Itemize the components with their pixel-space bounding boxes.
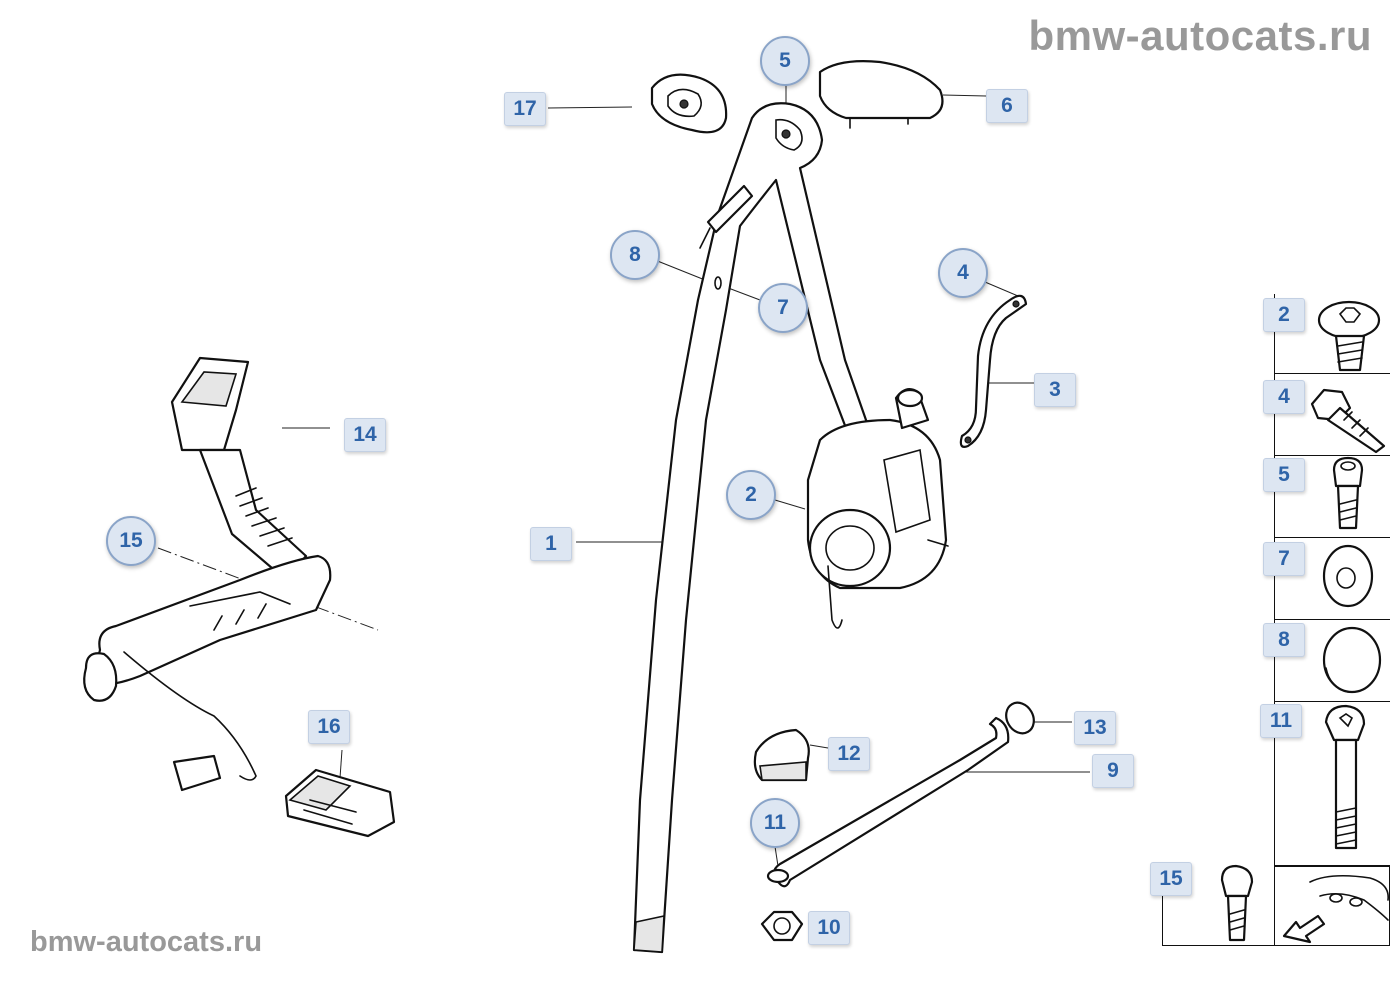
part-16-connector [284,768,396,838]
hardware-cell-orientation [1274,866,1390,946]
part-10-nut [760,910,804,942]
hardware-cell-15 [1162,866,1274,946]
hardware-cell-4 [1274,374,1390,456]
part-9-bar [772,716,1010,888]
hardware-cell-11 [1274,702,1390,866]
part-6-cap [818,60,944,129]
bolt-icon [1220,864,1254,942]
watermark-top: bmw-autocats.ru [1028,12,1372,59]
vehicle-direction-arrow-icon [1282,874,1389,944]
part-17-cover [650,73,728,134]
torx-bolt-icon [1317,300,1381,372]
panel-label-4: 4 [1263,380,1305,414]
part-12-cap [753,728,810,782]
part-3-bracket [959,294,1028,448]
panel-label-8: 8 [1263,623,1305,657]
callout-1: 1 [530,527,572,561]
callout-16: 16 [308,710,350,744]
hardware-cell-7 [1274,538,1390,620]
hardware-cell-2 [1274,294,1390,374]
callout-7: 7 [758,283,808,333]
long-bolt-icon [1324,704,1366,850]
panel-label-11: 11 [1260,704,1302,738]
cap-icon [1322,626,1382,694]
part-11-washer [766,868,790,884]
callout-3: 3 [1034,373,1076,407]
callout-13: 13 [1074,711,1116,745]
part-retractor [806,387,949,629]
callout-4: 4 [938,248,988,298]
watermark-bottom: bmw-autocats.ru [30,926,263,958]
panel-label-7: 7 [1263,542,1305,576]
callout-10: 10 [808,911,850,945]
shoulder-bolt-icon [1332,456,1364,530]
callout-11: 11 [750,798,800,848]
callout-12: 12 [828,737,870,771]
washer-icon [1322,544,1374,608]
part-14-buckle [83,356,332,792]
panel-label-5: 5 [1263,458,1305,492]
self-tapping-screw-icon [1310,388,1386,454]
part-1-belt [632,102,882,954]
callout-15: 15 [106,516,156,566]
callout-2: 2 [726,470,776,520]
panel-label-15: 15 [1150,862,1192,896]
panel-label-2: 2 [1263,298,1305,332]
part-13-washer [1005,701,1035,735]
callout-14: 14 [344,418,386,452]
callout-8: 8 [610,230,660,280]
callout-6: 6 [986,89,1028,123]
callout-5: 5 [760,36,810,86]
hardware-cell-5 [1274,456,1390,538]
callout-9: 9 [1092,754,1134,788]
hardware-cell-8 [1274,620,1390,702]
callout-17: 17 [504,92,546,126]
